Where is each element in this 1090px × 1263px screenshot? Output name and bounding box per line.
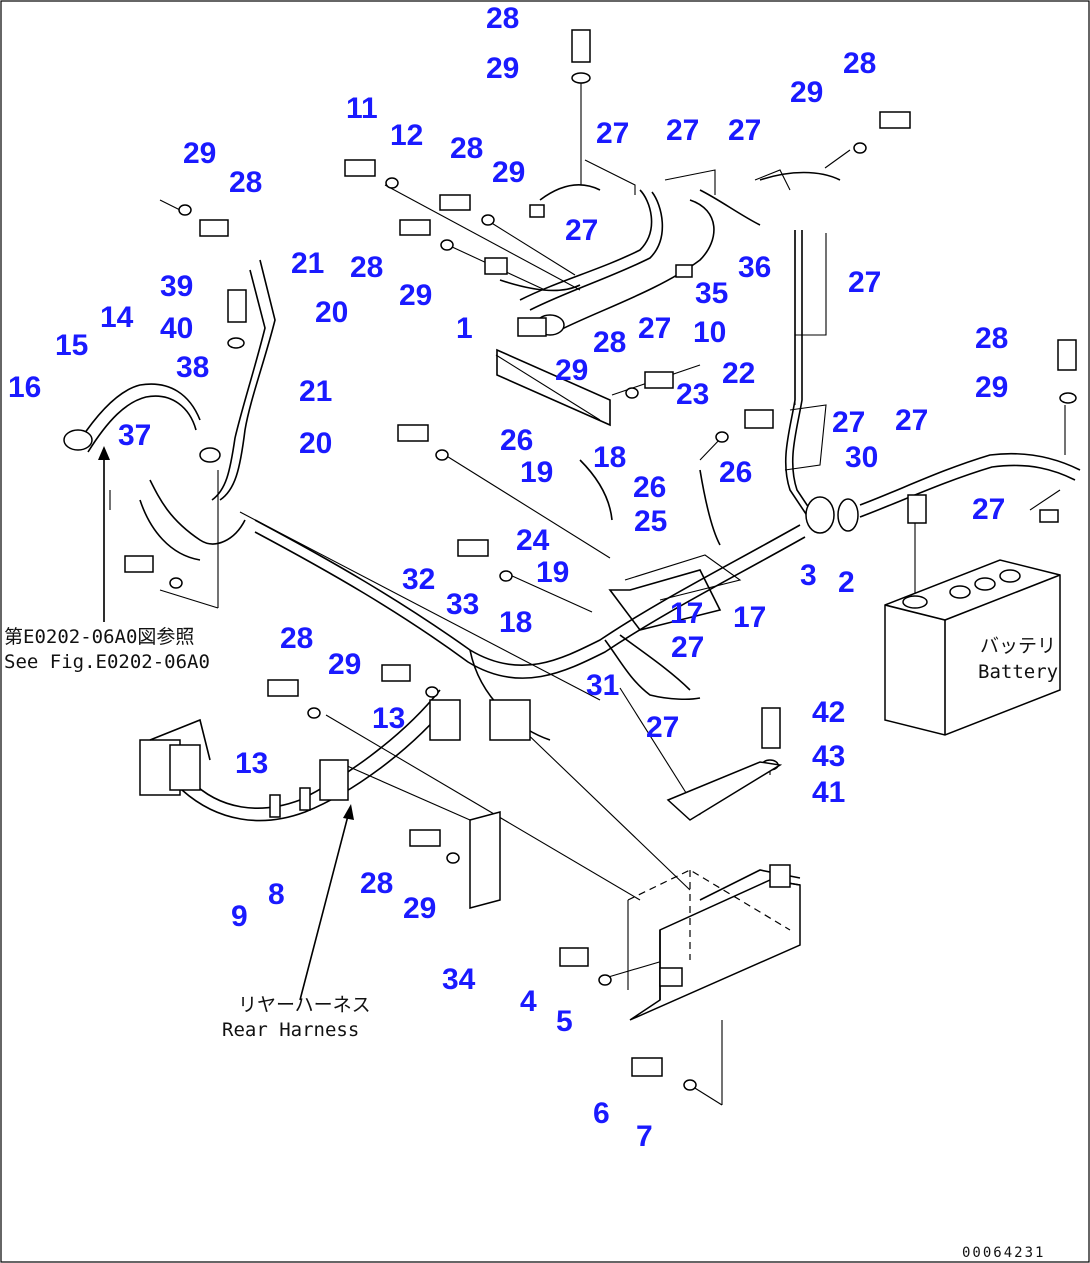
callout-label: 27 xyxy=(596,117,629,150)
callout-label: 1 xyxy=(456,312,473,345)
callout-label: 29 xyxy=(555,354,588,387)
callout-label: 27 xyxy=(565,214,598,247)
callout-label: 28 xyxy=(280,622,313,655)
left-sub-harness xyxy=(63,259,276,561)
callout-label: 29 xyxy=(183,137,216,170)
callout-label: 19 xyxy=(520,456,553,489)
callout-label: 37 xyxy=(118,419,151,452)
document-id: 00064231 xyxy=(962,1245,1045,1261)
rear-harness-connectors xyxy=(139,699,531,801)
callout-label: 25 xyxy=(634,505,667,538)
battery-label-jp: バッテリ xyxy=(980,635,1056,657)
callout-label: 27 xyxy=(666,114,699,147)
callout-label: 27 xyxy=(972,493,1005,526)
callout-label: 36 xyxy=(738,251,771,284)
callout-label: 29 xyxy=(399,279,432,312)
callout-label: 15 xyxy=(55,329,88,362)
callout-label: 42 xyxy=(812,696,845,729)
callout-label: 14 xyxy=(100,301,134,334)
callout-label: 16 xyxy=(8,371,41,404)
callout-label: 27 xyxy=(671,631,704,664)
plate-41 xyxy=(666,761,783,821)
callout-label: 28 xyxy=(593,326,626,359)
callout-label: 28 xyxy=(843,47,876,80)
callout-label: 13 xyxy=(235,747,268,780)
callout-label: 40 xyxy=(160,312,193,345)
callout-label: 28 xyxy=(350,251,383,284)
callout-label: 4 xyxy=(520,985,537,1018)
callout-label: 35 xyxy=(695,277,728,310)
callout-label: 29 xyxy=(328,648,361,681)
callout-label: 17 xyxy=(733,601,766,634)
callout-label: 10 xyxy=(693,316,726,349)
callout-label: 11 xyxy=(346,92,378,125)
callout-label: 28 xyxy=(486,2,519,35)
callout-brackets xyxy=(109,159,1061,601)
callout-label: 27 xyxy=(646,711,679,744)
callout-label: 27 xyxy=(848,266,881,299)
callout-label: 18 xyxy=(593,441,626,474)
callout-label: 21 xyxy=(299,375,332,408)
callout-label: 30 xyxy=(845,441,878,474)
see-fig-note-jp: 第E0202-06A0図参照 xyxy=(4,626,194,648)
callout-label: 20 xyxy=(315,296,348,329)
callout-label: 27 xyxy=(638,312,671,345)
callout-label: 26 xyxy=(500,424,533,457)
callout-label: 9 xyxy=(231,900,248,933)
callout-label: 28 xyxy=(975,322,1008,355)
rear-harness-label-en: Rear Harness xyxy=(222,1019,359,1041)
callout-label: 2 xyxy=(838,566,855,599)
callout-label: 41 xyxy=(812,776,845,809)
callout-label: 39 xyxy=(160,270,193,303)
callout-label: 23 xyxy=(676,378,709,411)
callout-label: 7 xyxy=(636,1120,653,1153)
callout-label: 21 xyxy=(291,247,324,280)
callout-label: 29 xyxy=(790,76,823,109)
bolts-and-washers xyxy=(124,29,1077,1091)
callout-label: 29 xyxy=(486,52,519,85)
callout-label: 5 xyxy=(556,1005,573,1038)
note-arrows xyxy=(98,446,354,1001)
callout-label: 17 xyxy=(670,597,703,630)
battery xyxy=(884,559,1061,736)
callout-label: 27 xyxy=(728,114,761,147)
bracket-34 xyxy=(469,811,501,909)
clips-and-connectors xyxy=(269,204,1059,818)
battery-label-en: Battery xyxy=(978,661,1058,683)
callout-label: 43 xyxy=(812,740,845,773)
callout-label: 29 xyxy=(492,156,525,189)
see-fig-note-en: See Fig.E0202-06A0 xyxy=(4,651,210,673)
callout-label: 27 xyxy=(832,406,865,439)
callout-label: 28 xyxy=(360,867,393,900)
callout-label: 20 xyxy=(299,427,332,460)
callout-label: 12 xyxy=(390,119,423,152)
callout-label: 31 xyxy=(586,669,619,702)
callout-label: 26 xyxy=(719,456,752,489)
callout-label: 38 xyxy=(176,351,209,384)
callout-label: 28 xyxy=(229,166,262,199)
callout-label: 8 xyxy=(268,878,285,911)
callout-label: 29 xyxy=(975,371,1008,404)
callout-label: 13 xyxy=(372,702,405,735)
callout-label: 3 xyxy=(800,559,817,592)
callout-label: 28 xyxy=(450,132,483,165)
callout-label: 24 xyxy=(516,524,550,557)
battery-bracket xyxy=(627,864,801,1021)
line-art xyxy=(63,29,1081,1106)
callout-label: 27 xyxy=(895,404,928,437)
callout-label: 29 xyxy=(403,892,436,925)
callout-label: 34 xyxy=(442,963,476,996)
main-harness xyxy=(181,171,1081,822)
rear-harness-label-jp: リヤーハーネス xyxy=(238,994,371,1016)
notes: 第E0202-06A0図参照 See Fig.E0202-06A0 バッテリ B… xyxy=(4,626,1058,1261)
callout-label: 26 xyxy=(633,471,666,504)
callout-label: 33 xyxy=(446,588,479,621)
callout-label: 22 xyxy=(722,357,755,390)
callout-label: 19 xyxy=(536,556,569,589)
callout-label: 6 xyxy=(593,1097,610,1130)
callout-label: 18 xyxy=(499,606,532,639)
callout-labels: 28 29 29 28 11 12 28 29 27 27 27 29 28 2… xyxy=(8,2,1008,1153)
callout-label: 32 xyxy=(402,563,435,596)
